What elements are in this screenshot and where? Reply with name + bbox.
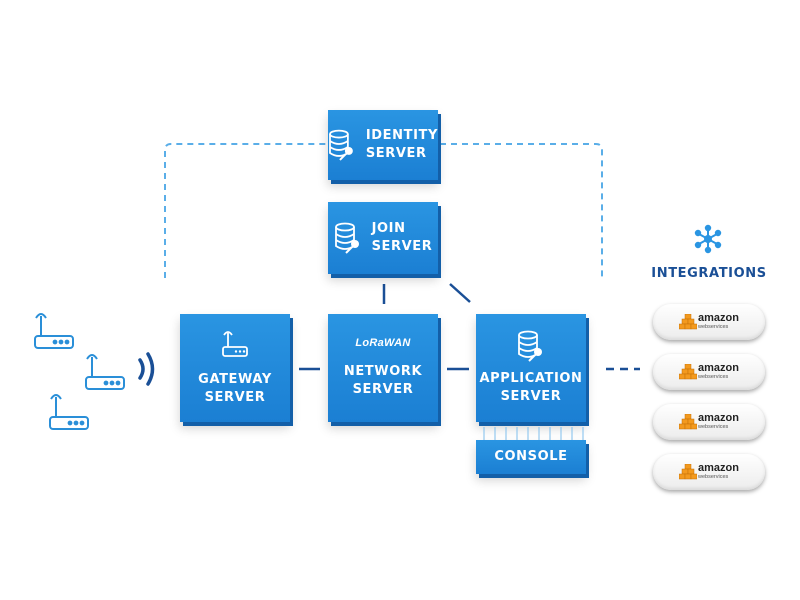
database-key-icon [334,222,359,254]
gateway-server-box[interactable]: GATEWAY SERVER [180,314,290,422]
aws-brand: amazon [698,461,739,474]
console-box[interactable]: CONSOLE [476,440,586,474]
network-server-box[interactable]: LoRaWAN NETWORK SERVER [328,314,438,422]
join-server-box[interactable]: JOIN SERVER [328,202,438,274]
aws-cubes-icon [679,414,698,430]
identity-dashed-connector [164,143,603,278]
router-icon [49,394,89,430]
identity-server-box[interactable]: IDENTITY SERVER [328,110,438,180]
aws-brand: amazon [698,311,739,324]
database-key-icon [329,129,353,161]
aws-brand: amazon [698,411,739,424]
join-server-label: JOIN SERVER [371,221,433,254]
aws-cubes-icon [679,464,698,480]
aws-sub: webservices [698,373,729,380]
network-server-label: NETWORK SERVER [343,364,423,397]
router-icon [222,331,248,357]
aws-brand: amazon [698,361,739,374]
console-connector [483,427,584,441]
integration-aws-2[interactable]: amazon webservices [653,354,765,390]
aws-cubes-icon [679,364,698,380]
join-application-connector [449,283,471,303]
wireless-signal-icon [138,352,155,386]
integrations-hub-icon [694,224,722,254]
lorawan-logo: LoRaWAN [355,337,411,349]
console-label: CONSOLE [494,449,568,464]
router-icon [85,354,125,390]
aws-sub: webservices [698,323,729,330]
gateway-server-label: GATEWAY SERVER [198,372,272,405]
integration-aws-4[interactable]: amazon webservices [653,454,765,490]
application-server-box[interactable]: APPLICATION SERVER [476,314,586,422]
integration-aws-3[interactable]: amazon webservices [653,404,765,440]
identity-server-label: IDENTITY SERVER [365,128,438,161]
database-key-icon [518,330,542,362]
aws-sub: webservices [698,473,729,480]
integrations-title: INTEGRATIONS [651,266,767,281]
application-server-label: APPLICATION SERVER [479,371,583,404]
router-icon [34,313,74,349]
integration-aws-1[interactable]: amazon webservices [653,304,765,340]
aws-cubes-icon [679,314,698,330]
aws-sub: webservices [698,423,729,430]
